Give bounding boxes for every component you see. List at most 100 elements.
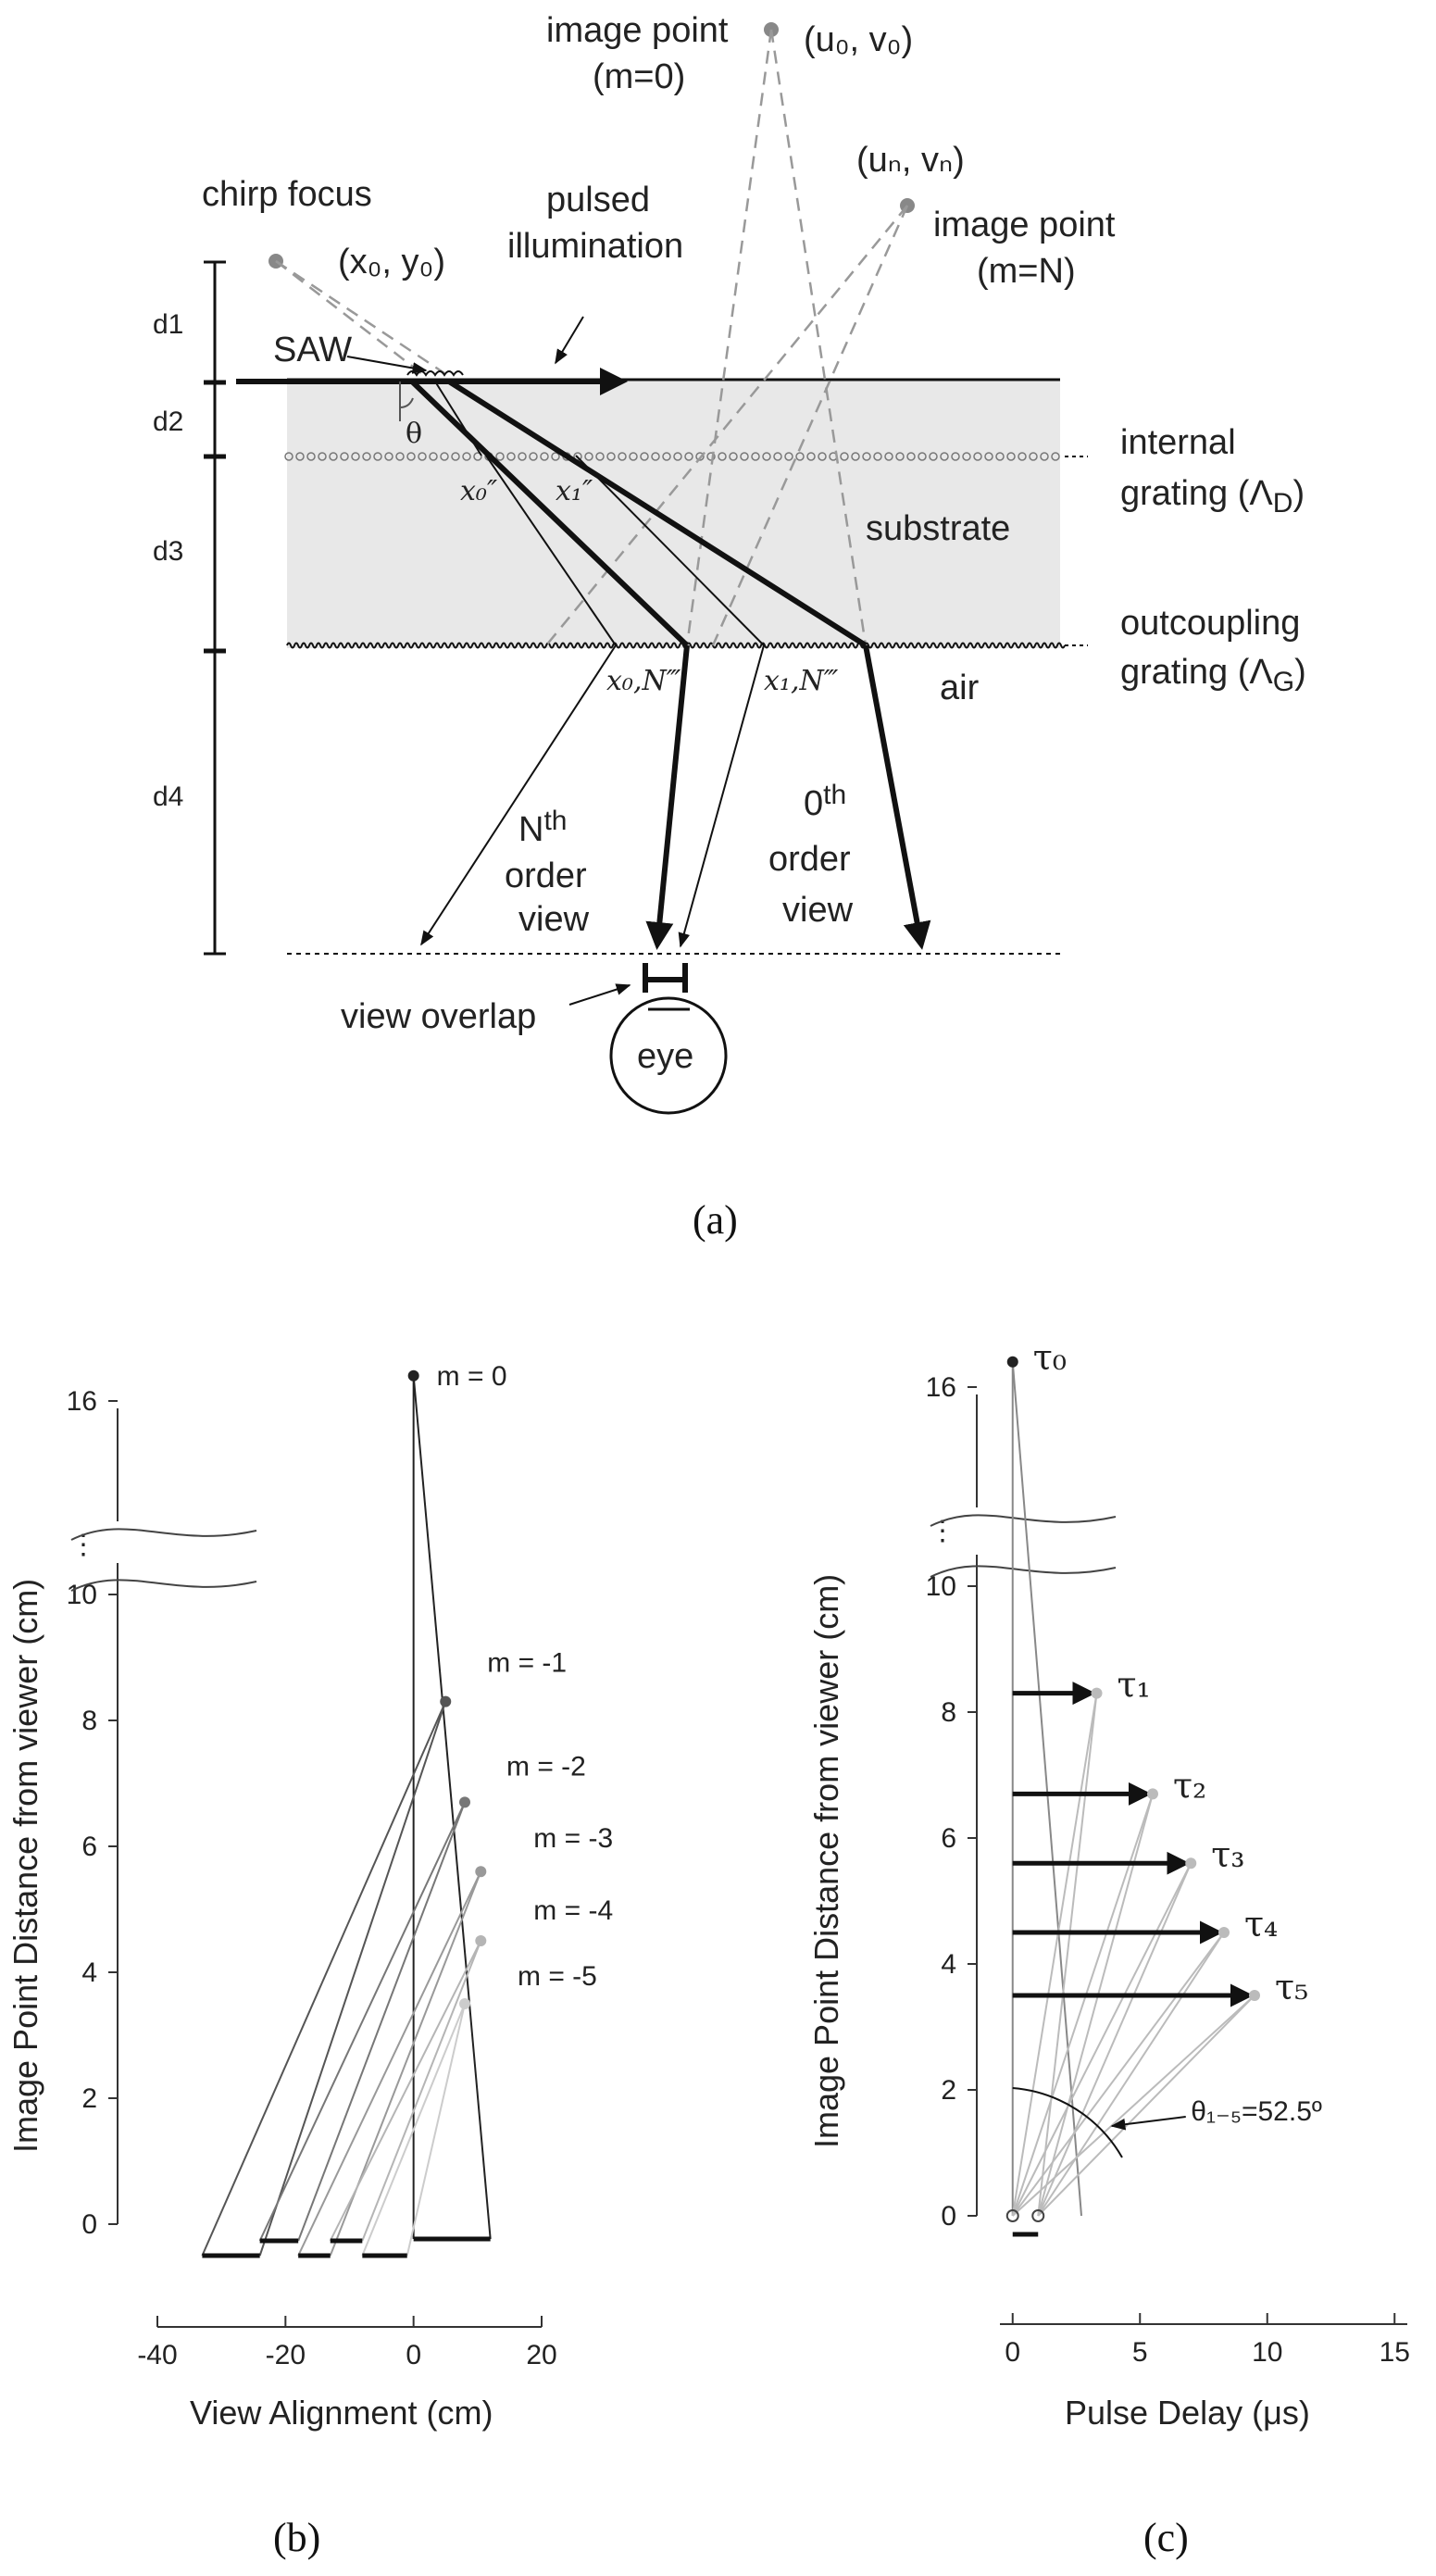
grating-dot bbox=[951, 452, 960, 461]
grating-dot bbox=[384, 452, 393, 461]
b-point-label: m = -5 bbox=[518, 1961, 597, 1992]
c-point-label: τ₁ bbox=[1118, 1665, 1151, 1706]
grating-dot bbox=[373, 452, 382, 461]
b-point bbox=[475, 1935, 487, 1946]
grating-dot bbox=[973, 452, 982, 461]
c-angle-arc bbox=[1012, 2087, 1123, 2158]
axis-break-curve bbox=[930, 1565, 1117, 1578]
grating-dot bbox=[629, 452, 638, 461]
label-x0y0: (x₀, y₀) bbox=[338, 243, 445, 281]
c-angle-pointer bbox=[1110, 2116, 1186, 2131]
c-ray bbox=[1011, 1862, 1193, 2217]
grating-dot bbox=[1051, 452, 1060, 461]
grating-dot bbox=[840, 452, 849, 461]
x-tick-label: -40 bbox=[137, 2340, 177, 2370]
c-origin bbox=[1005, 2209, 1019, 2222]
grating-dot bbox=[906, 452, 916, 461]
c-point-label: τ₅ bbox=[1275, 1967, 1308, 2007]
b-point-label: m = -1 bbox=[487, 1648, 567, 1679]
substrate-region bbox=[287, 380, 1060, 648]
caption-b: (b) bbox=[273, 2515, 320, 2560]
grating-dot bbox=[529, 452, 538, 461]
grating-dot bbox=[962, 452, 971, 461]
depth-scale bbox=[204, 260, 226, 956]
label-saw: SAW bbox=[273, 331, 352, 369]
grating-dot bbox=[729, 452, 738, 461]
label-d1: d1 bbox=[153, 309, 183, 340]
c-point-label: τ₂ bbox=[1173, 1765, 1206, 1806]
x-tick-label: 20 bbox=[526, 2340, 556, 2370]
b-marks: m = 0m = -1m = -2m = -3m = -4m = -5 bbox=[201, 1361, 613, 2258]
label-u0v0: (u₀, v₀) bbox=[804, 20, 913, 59]
c-ray bbox=[1012, 1995, 1255, 2217]
saw-wave bbox=[406, 370, 464, 377]
eye-circle bbox=[609, 996, 728, 1115]
grating-dot bbox=[795, 452, 805, 461]
grating-dot bbox=[429, 452, 438, 461]
grating-dot bbox=[929, 452, 938, 461]
view-overlap-bar bbox=[643, 963, 688, 993]
label-pulsed: pulsed bbox=[546, 181, 650, 219]
c-point bbox=[1091, 1687, 1103, 1699]
c-ray bbox=[1037, 1862, 1193, 2217]
y-tick-label: 16 bbox=[926, 1372, 956, 1403]
c-point-label: τ₀ bbox=[1033, 1337, 1067, 1378]
grating-dot bbox=[318, 452, 327, 461]
grating-dot bbox=[606, 452, 616, 461]
b-point bbox=[475, 1866, 487, 1878]
grating-dot bbox=[506, 452, 516, 461]
axis-break-curve bbox=[70, 1528, 257, 1541]
label-mN: (m=N) bbox=[977, 252, 1076, 291]
grating-dot bbox=[995, 452, 1005, 461]
label-view-overlap: view overlap bbox=[341, 997, 536, 1036]
b-ray bbox=[297, 1870, 482, 2257]
grating-dot bbox=[440, 452, 449, 461]
grating-dot bbox=[473, 452, 482, 461]
grating-dot bbox=[984, 452, 993, 461]
grating-dot bbox=[873, 452, 882, 461]
y-tick-label: 16 bbox=[67, 1386, 97, 1417]
grating-dot bbox=[818, 452, 827, 461]
b-ray bbox=[297, 1802, 466, 2242]
b-ray bbox=[258, 1801, 466, 2242]
c-point bbox=[1218, 1927, 1230, 1938]
b-point-label: m = -4 bbox=[533, 1895, 613, 1926]
label-grating-d: grating (ΛD) bbox=[1120, 474, 1305, 519]
y-tick-label: 4 bbox=[941, 1949, 956, 1980]
label-nth: Nth bbox=[518, 806, 567, 849]
b-ylabel: Image Point Distance from viewer (cm) bbox=[6, 1579, 44, 2153]
diffracted-rays-thick bbox=[409, 379, 868, 648]
c-angle-label: θ₁₋₅=52.5º bbox=[1191, 2096, 1322, 2127]
axis-break-curve bbox=[930, 1514, 1117, 1527]
label-eye: eye bbox=[637, 1037, 693, 1076]
label-outcoupling: outcoupling bbox=[1120, 604, 1300, 643]
grating-dot bbox=[751, 452, 760, 461]
grating-dot bbox=[395, 452, 405, 461]
grating-dot bbox=[662, 452, 671, 461]
label-grating-g: grating (ΛG) bbox=[1120, 653, 1306, 697]
axis-break-curve bbox=[70, 1579, 257, 1592]
label-illumination: illumination bbox=[507, 227, 683, 266]
b-point bbox=[440, 1695, 452, 1707]
grating-dot bbox=[706, 452, 716, 461]
grating-dot bbox=[718, 452, 727, 461]
c-ray bbox=[1037, 1932, 1225, 2217]
grating-dot bbox=[918, 452, 927, 461]
c-ray bbox=[1037, 1995, 1255, 2217]
b-point bbox=[459, 1796, 470, 1808]
label-d2: d2 bbox=[153, 406, 183, 437]
grating-dot bbox=[651, 452, 660, 461]
c-origin bbox=[1031, 2209, 1045, 2222]
b-ray bbox=[258, 1701, 447, 2257]
grating-dot bbox=[640, 452, 649, 461]
c-ray bbox=[1037, 1794, 1154, 2217]
c-xlabel: Pulse Delay (μs) bbox=[1065, 2394, 1310, 2432]
grating-dot bbox=[806, 452, 816, 461]
outcoupling-grating bbox=[286, 642, 1066, 649]
grating-dot bbox=[851, 452, 860, 461]
y-tick-label: 6 bbox=[941, 1823, 956, 1854]
y-tick-label: 2 bbox=[81, 2083, 97, 2114]
